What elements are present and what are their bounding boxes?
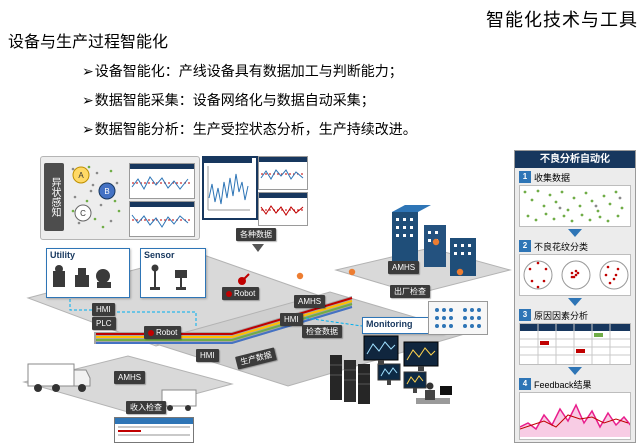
slide-title: 设备与生产过程智能化 bbox=[8, 34, 169, 51]
defect-analysis-panel: 不良分析自动化 1 收集数据 bbox=[514, 150, 636, 443]
line-chart-art bbox=[131, 214, 190, 228]
robot-icon bbox=[148, 329, 154, 336]
sense-chart bbox=[129, 163, 195, 199]
down-arrow-icon bbox=[568, 229, 582, 237]
cluster-tag-a: A bbox=[78, 171, 84, 180]
spc-chart bbox=[202, 156, 258, 220]
sensor-box: Sensor bbox=[140, 248, 206, 298]
sense-chart bbox=[129, 201, 195, 237]
bullet-list: ➢设备智能化：产线设备具有数据加工与判断能力； ➢数据智能采集：设备网络化与数据… bbox=[82, 57, 417, 144]
bullet-text: 数据智能采集：设备网络化与数据自动采集； bbox=[94, 92, 375, 108]
sensor-equipment-icon bbox=[150, 264, 187, 290]
amhs-label: AMHS bbox=[388, 261, 420, 274]
bullet-text: 数据智能分析：生产受控状态分析，生产持续改进。 bbox=[94, 121, 417, 137]
feedback-chart-thumb-art bbox=[520, 403, 630, 437]
step-number: 4 bbox=[519, 378, 531, 390]
step-label: 不良花纹分类 bbox=[534, 241, 589, 252]
monitor-chart bbox=[258, 156, 308, 190]
monitoring-label: Monitoring bbox=[366, 319, 413, 329]
step-number: 3 bbox=[519, 309, 531, 321]
step-label: 原因因素分析 bbox=[534, 310, 589, 321]
down-arrow-icon bbox=[568, 367, 582, 375]
step-number: 1 bbox=[519, 171, 531, 183]
line-chart-art bbox=[260, 169, 304, 180]
robot-label: Robot bbox=[222, 287, 260, 300]
robot-icon bbox=[226, 290, 232, 297]
analysis-step: 4 Feedback结果 bbox=[519, 377, 631, 440]
worker-icons bbox=[296, 238, 464, 280]
analysis-table-thumb-art bbox=[520, 324, 630, 364]
step-label: 收集数据 bbox=[534, 172, 571, 183]
anomaly-sense-panel: 异状感知 A B C bbox=[40, 156, 200, 240]
hmi-label: HMI bbox=[92, 303, 115, 316]
anomaly-sense-label: 异状感知 bbox=[44, 163, 64, 231]
wafer-dots-art bbox=[435, 308, 481, 328]
utility-equipment-icon bbox=[53, 265, 111, 288]
step-number: 2 bbox=[519, 240, 531, 252]
utility-box: Utility bbox=[46, 248, 130, 298]
sensor-label: Sensor bbox=[144, 250, 175, 260]
incoming-inspection-window bbox=[114, 417, 194, 443]
various-data-label: 各种数据 bbox=[236, 228, 276, 241]
utility-label: Utility bbox=[50, 250, 76, 260]
shipping-inspection-label: 出厂检查 bbox=[390, 285, 430, 298]
amhs-label: AMHS bbox=[114, 371, 146, 384]
inspection-grid bbox=[428, 301, 488, 335]
factory-diagram: 异状感知 A B C bbox=[0, 150, 640, 445]
robot-icon bbox=[238, 273, 250, 285]
monitoring-screens-icon bbox=[363, 335, 439, 371]
down-arrow-icon bbox=[252, 244, 264, 252]
analysis-step: 1 收集数据 bbox=[519, 170, 631, 227]
server-racks bbox=[330, 355, 370, 404]
cluster-tag-c: C bbox=[80, 209, 86, 218]
hmi-label: HMI bbox=[196, 349, 219, 362]
inspection-data-label: 检查数据 bbox=[302, 325, 342, 338]
bullet-arrow-icon: ➢ bbox=[82, 121, 94, 137]
defect-pattern-thumb-art bbox=[523, 260, 629, 290]
scatter-thumb-art bbox=[523, 189, 624, 223]
cluster-tag-b: B bbox=[104, 187, 109, 196]
truck-icon bbox=[27, 363, 91, 392]
plc-label: PLC bbox=[92, 317, 116, 330]
step-label: Feedback结果 bbox=[534, 379, 592, 390]
buildings bbox=[392, 205, 476, 276]
bullet-item: ➢数据智能采集：设备网络化与数据自动采集； bbox=[82, 86, 417, 115]
bullet-text: 设备智能化：产线设备具有数据加工与判断能力； bbox=[94, 63, 403, 79]
bullet-item: ➢设备智能化：产线设备具有数据加工与判断能力； bbox=[82, 57, 417, 86]
down-arrow-icon bbox=[568, 298, 582, 306]
workstation-monitors bbox=[377, 363, 427, 393]
step-thumbnail bbox=[519, 392, 631, 440]
analysis-step: 2 不良花纹分类 bbox=[519, 239, 631, 296]
line-chart-art bbox=[131, 176, 190, 191]
step-thumbnail bbox=[519, 323, 631, 365]
spc-chart-art bbox=[204, 158, 252, 211]
line-chart-art bbox=[260, 205, 304, 216]
panel-title: 不良分析自动化 bbox=[515, 151, 635, 168]
cart-icon bbox=[161, 389, 197, 411]
incoming-inspection-label: 收入检查 bbox=[126, 401, 166, 414]
operator-desk bbox=[416, 382, 452, 404]
bullet-item: ➢数据智能分析：生产受控状态分析，生产持续改进。 bbox=[82, 115, 417, 144]
analysis-step: 3 原因因素分析 bbox=[519, 308, 631, 365]
bullet-arrow-icon: ➢ bbox=[82, 92, 94, 108]
window-titlebar bbox=[115, 418, 193, 424]
step-thumbnail bbox=[519, 254, 631, 296]
page-title: 智能化技术与工具 bbox=[486, 10, 638, 30]
monitor-chart bbox=[258, 192, 308, 226]
cluster-scatter-art: A B C bbox=[71, 165, 121, 229]
bullet-arrow-icon: ➢ bbox=[82, 63, 94, 79]
hmi-label: HMI bbox=[280, 313, 303, 326]
robot-label: Robot bbox=[144, 326, 182, 339]
network-links bbox=[69, 296, 363, 327]
step-thumbnail bbox=[519, 185, 631, 227]
amhs-label: AMHS bbox=[294, 295, 326, 308]
